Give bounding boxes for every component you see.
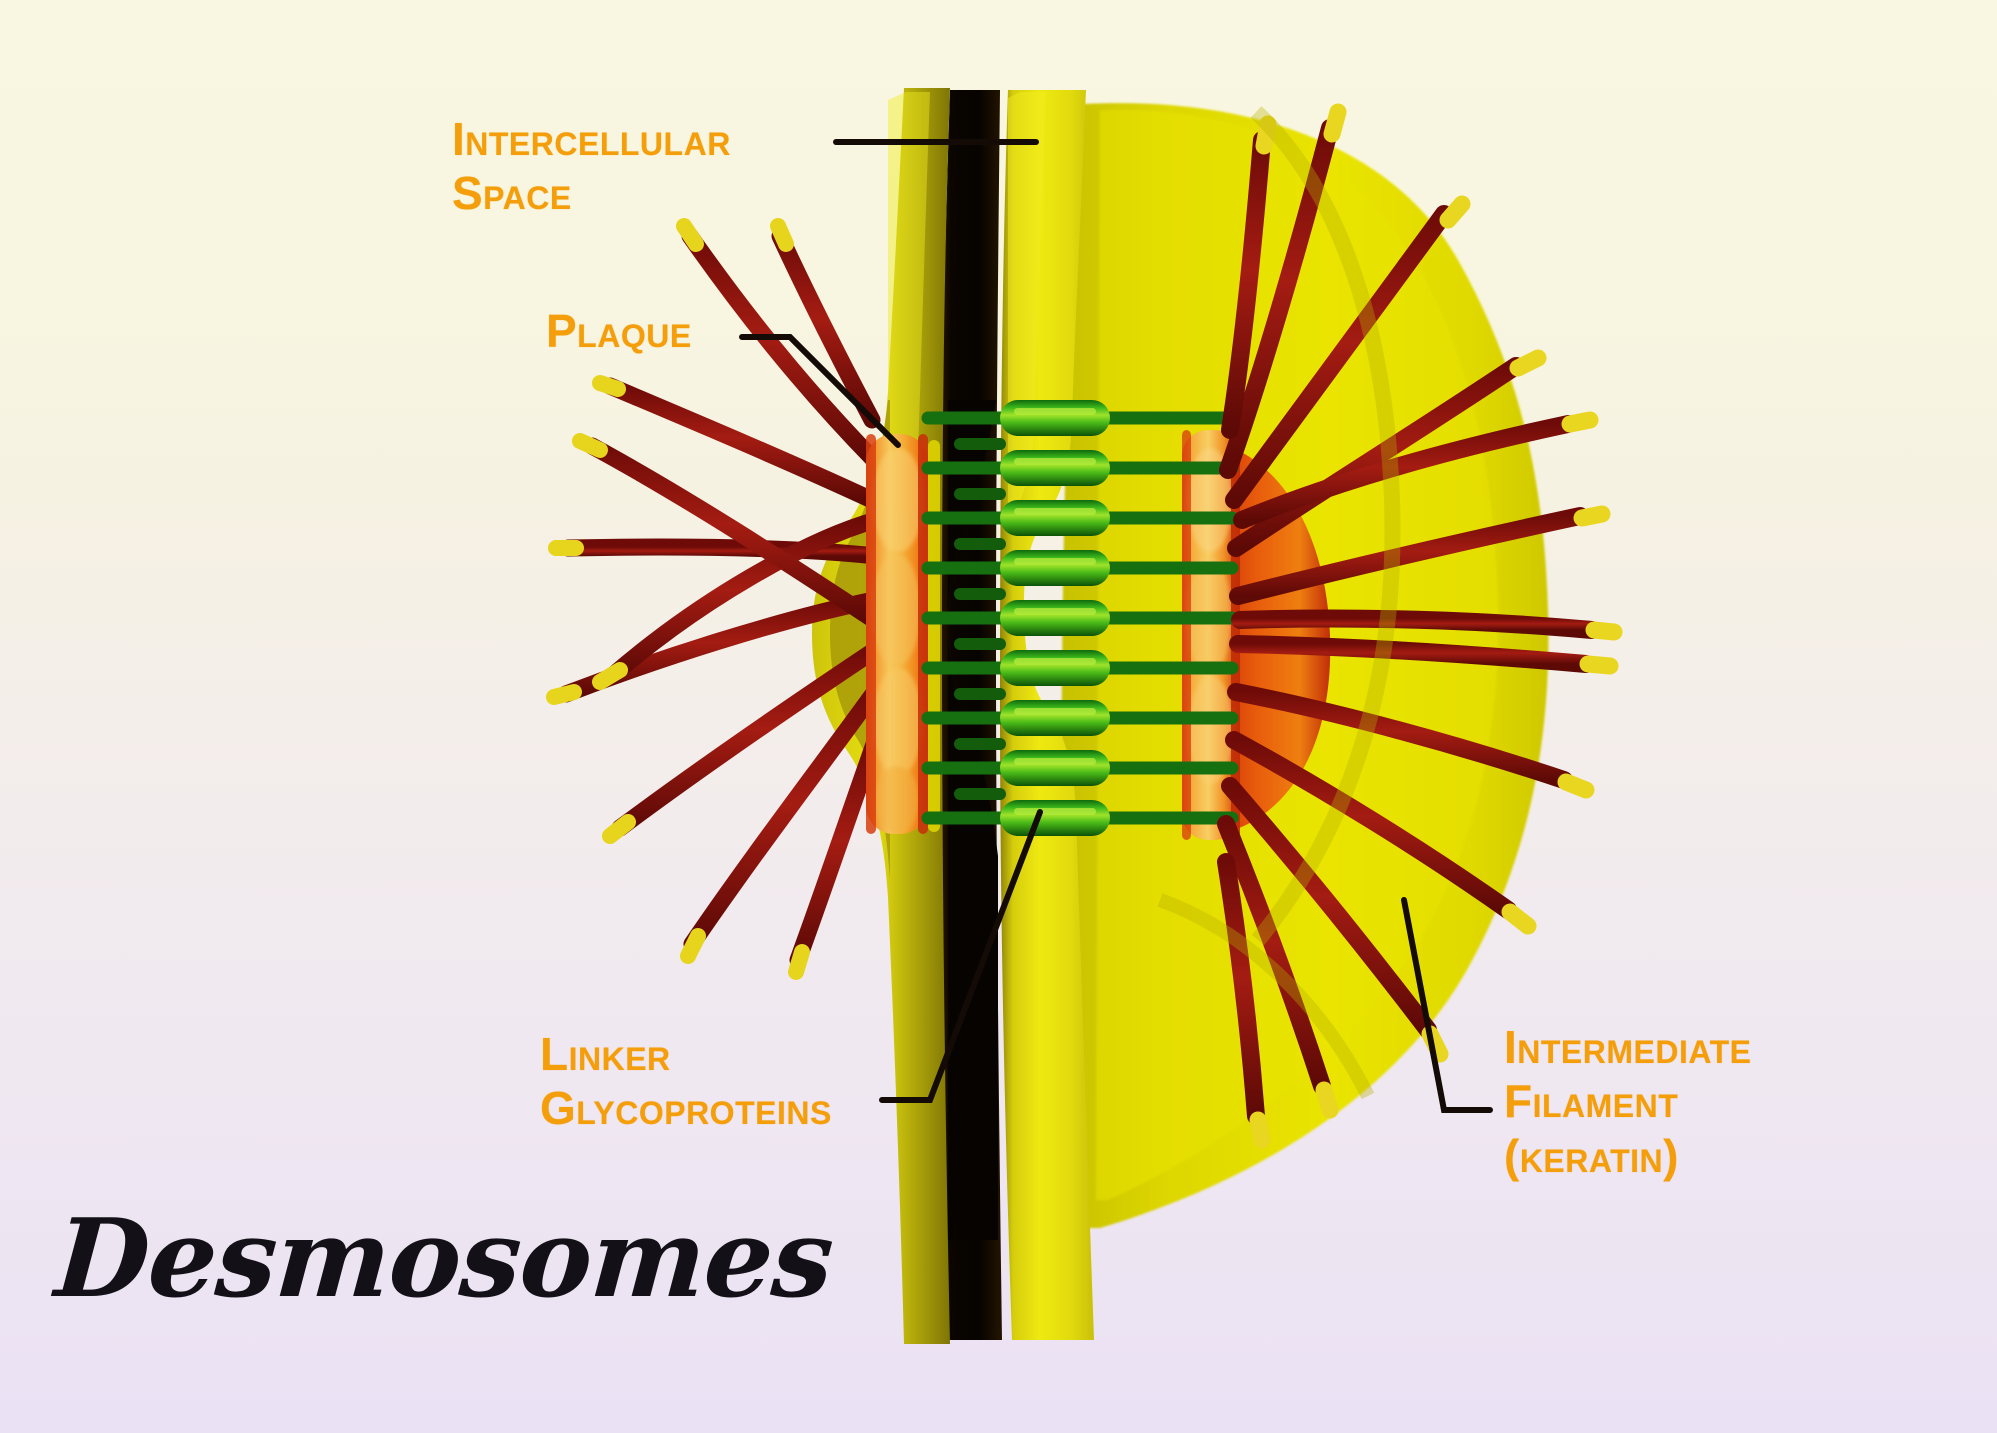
keratin-tips-left	[546, 218, 810, 980]
label-plaque: Plaque	[546, 305, 692, 357]
label-linker-glycoproteins: Linker Glycoproteins	[540, 1028, 832, 1135]
right-cell-folds	[1157, 106, 1401, 1100]
keratin-filaments-left	[557, 227, 887, 969]
leader-lines	[739, 139, 1493, 1113]
leader-intermediate-filament	[1401, 897, 1493, 1113]
keratin-filaments-right	[1217, 119, 1601, 1125]
keratin-tips-right	[1249, 103, 1623, 1149]
plaque-left	[866, 434, 940, 834]
leader-plaque	[739, 334, 901, 448]
label-intermediate-filament: Intermediate Filament (keratin)	[1504, 1021, 1752, 1182]
label-intercellular-space: Intercellular Space	[452, 113, 731, 220]
glycoprotein-capsule	[1000, 400, 1110, 836]
linker-glycoproteins	[921, 400, 1239, 836]
leader-linker-glycoproteins	[879, 809, 1043, 1103]
diagram-title: Desmosomes	[51, 1196, 837, 1322]
